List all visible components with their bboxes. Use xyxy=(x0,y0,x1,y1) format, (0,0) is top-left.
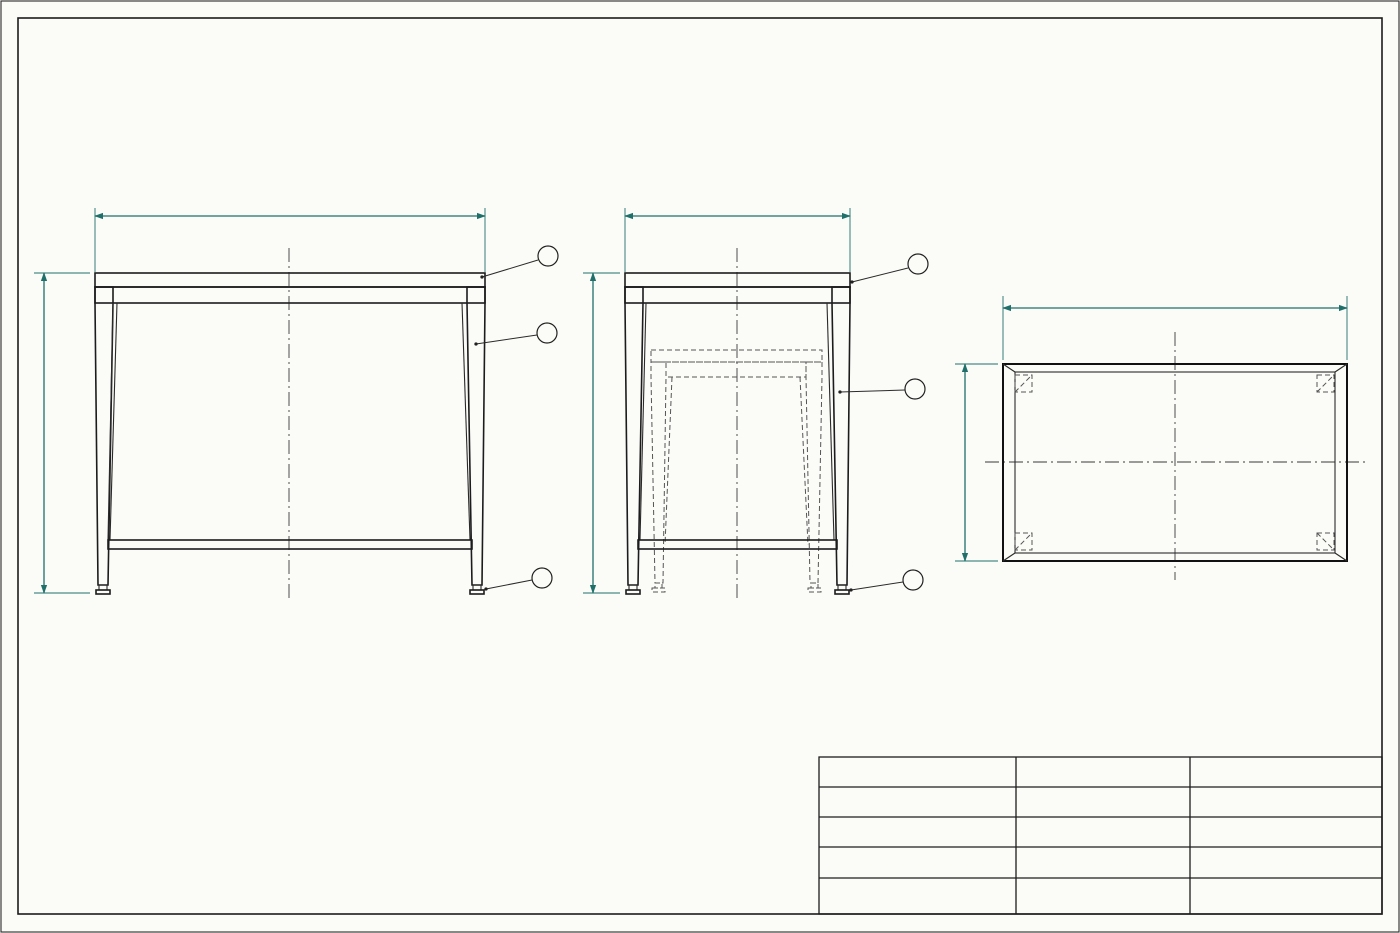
side-tabletop xyxy=(624,272,851,288)
top-view xyxy=(955,296,1365,580)
title-block-frame xyxy=(818,756,1383,915)
front-left-leg xyxy=(94,286,114,586)
front-balloon-tabletop xyxy=(537,245,559,267)
top-bevel-lines xyxy=(1002,363,1348,562)
side-apron xyxy=(624,286,851,304)
side-stretcher xyxy=(637,539,838,550)
side-right-leg xyxy=(831,286,851,586)
side-left-leg xyxy=(624,286,644,586)
side-view xyxy=(583,208,929,600)
inner-border xyxy=(17,17,1383,915)
top-apron-outline xyxy=(1014,371,1336,554)
side-feet xyxy=(625,584,850,595)
side-balloon-foot xyxy=(902,569,924,591)
side-hidden-stool xyxy=(650,349,823,593)
front-tabletop xyxy=(94,272,486,288)
side-balloon-leg xyxy=(904,378,926,400)
front-apron xyxy=(94,286,486,304)
title-block xyxy=(818,756,1383,915)
front-balloon-leg xyxy=(536,322,558,344)
top-tabletop-outline xyxy=(1002,363,1348,562)
front-stretcher xyxy=(107,539,473,550)
front-right-leg xyxy=(466,286,486,586)
front-balloon-foot xyxy=(531,567,553,589)
side-balloon-tabletop xyxy=(907,253,929,275)
front-feet xyxy=(95,584,485,595)
top-hidden-legs xyxy=(1014,374,1335,551)
front-view xyxy=(34,208,559,600)
